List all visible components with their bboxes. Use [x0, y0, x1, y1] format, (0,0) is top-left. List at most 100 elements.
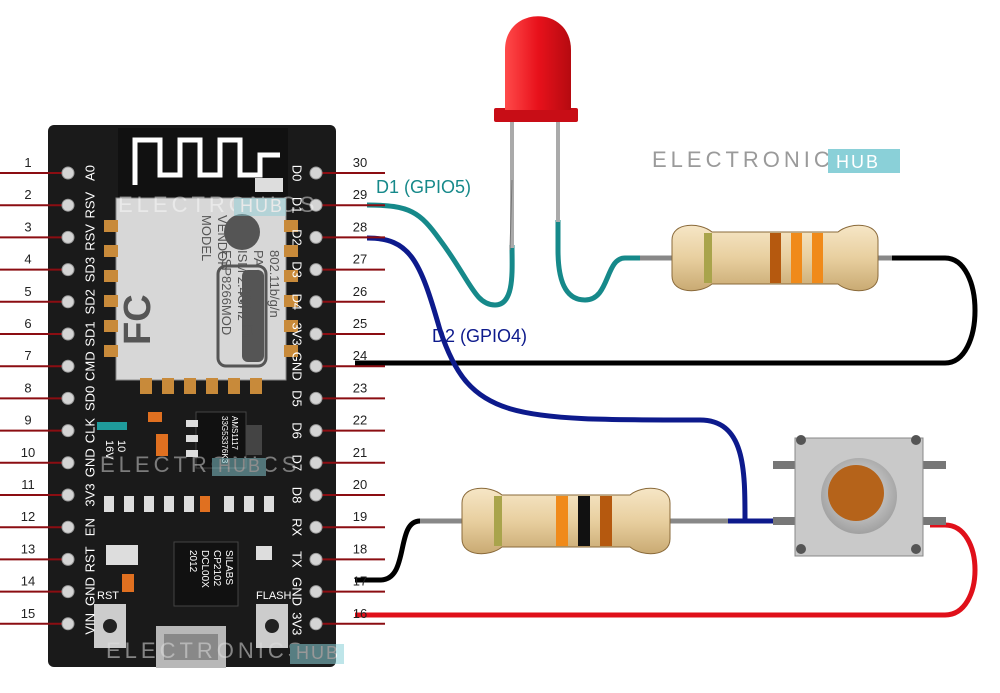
right-pin-label: D8: [290, 487, 305, 504]
right-pin-label: GND: [290, 577, 305, 606]
rst-label: RST: [97, 590, 119, 602]
right-pin-number: 23: [353, 380, 367, 395]
left-pin-number: 15: [21, 606, 35, 621]
wifi-wi-text: Wi: [236, 290, 253, 309]
left-pin-label: SD1: [82, 321, 97, 346]
left-pin: 15 VIN: [0, 606, 97, 635]
left-pin-number: 9: [24, 413, 31, 428]
cap-value-text: 10: [115, 440, 127, 452]
svg-text:ELECTRONICS: ELECTRONICS: [652, 147, 852, 172]
left-pin-number: 6: [24, 316, 31, 331]
right-pin: 17 GND: [290, 574, 385, 606]
usb-chip-text-2: CP2102: [211, 550, 222, 587]
left-pin-number: 1: [24, 155, 31, 170]
svg-text:HUB: HUB: [240, 196, 284, 216]
left-pin-number: 3: [24, 219, 31, 234]
led-resistor-wire: [555, 220, 665, 303]
right-pin-number: 24: [353, 348, 367, 363]
left-pin-number: 2: [24, 187, 31, 202]
module-std-text: 802.11b/g/n: [267, 250, 282, 318]
right-pin-number: 30: [353, 155, 367, 170]
right-pin-number: 26: [353, 284, 367, 299]
right-pin-number: 19: [353, 509, 367, 524]
left-pin: 6 SD1: [0, 316, 97, 347]
usb-chip-text-1: SILABS: [223, 550, 234, 585]
left-pin-number: 7: [24, 348, 31, 363]
right-pin-label: D1: [290, 197, 305, 214]
right-pin-label: D6: [290, 422, 305, 439]
right-pin-number: 25: [353, 316, 367, 331]
right-pin-number: 22: [353, 413, 367, 428]
wifi-logo-icon: Wi Fi: [216, 264, 268, 368]
left-pin-number: 11: [21, 477, 35, 492]
right-pin-label: D5: [290, 390, 305, 407]
right-pin-label: RX: [290, 518, 305, 536]
espressif-logo-icon: [224, 214, 260, 250]
left-pin-number: 13: [21, 541, 35, 556]
left-pin: 11 3V3: [0, 477, 97, 507]
module-model-text: MODEL: [199, 215, 214, 261]
module-fc-logo: FC: [117, 294, 159, 345]
left-pin: 8 SD0: [0, 380, 97, 411]
svg-text:HUB: HUB: [296, 643, 340, 663]
module-part-text: ESP8266MOD: [219, 250, 234, 335]
resistor-2: [420, 487, 728, 555]
right-pin-label: D0: [290, 165, 305, 182]
cap-voltage-text: 16V: [103, 440, 115, 460]
left-pin-number: 5: [24, 284, 31, 299]
right-pin-number: 20: [353, 477, 367, 492]
usb-chip-text-4: 2012: [187, 550, 198, 573]
right-pin-label: 3V3: [290, 612, 305, 635]
right-pin-label: TX: [290, 551, 305, 568]
left-pin-number: 12: [21, 509, 35, 524]
watermark-bottom: ELECTRONICS HUB: [106, 638, 344, 664]
resistor-1: [640, 224, 892, 292]
left-pin-label: 3V3: [82, 483, 97, 506]
watermark-middle: ELECTRONICS HUB: [100, 452, 300, 477]
right-pin-number: 17: [353, 574, 367, 589]
left-pin-label: SD0: [82, 386, 97, 411]
left-pin-label: EN: [82, 518, 97, 536]
regulator-text-2: 33G53376K3: [220, 416, 229, 464]
gnd-wire-top: [355, 255, 978, 366]
d2-wire-label: D2 (GPIO4): [432, 326, 527, 346]
svg-text:ELECTRONICS: ELECTRONICS: [100, 452, 300, 477]
right-pin-number: 21: [353, 445, 367, 460]
gnd-wire-bottom: [355, 518, 460, 583]
left-pin-label: GND: [82, 448, 97, 477]
right-pin-label: D2: [290, 229, 305, 246]
watermark-module: ELECTRONICS HUB: [118, 192, 318, 217]
left-pin-number: 8: [24, 380, 31, 395]
right-pin-label: D4: [290, 293, 305, 310]
left-pin-label: RSV: [82, 224, 97, 251]
left-pin-number: 14: [21, 574, 35, 589]
d1-wire-label: D1 (GPIO5): [376, 177, 471, 197]
right-pin-label: D3: [290, 261, 305, 278]
nodemcu-board: FC MODEL VENDOR ESP8266MOD ISM 2.4GHz PA…: [48, 125, 336, 668]
left-pin-label: VIN: [82, 613, 97, 635]
svg-text:ELECTRONICS: ELECTRONICS: [118, 192, 318, 217]
right-pin-header: 30D029D128D227D326D4253V324GND23D522D621…: [290, 155, 385, 635]
right-pin-number: 27: [353, 252, 367, 267]
right-pin-number: 18: [353, 541, 367, 556]
